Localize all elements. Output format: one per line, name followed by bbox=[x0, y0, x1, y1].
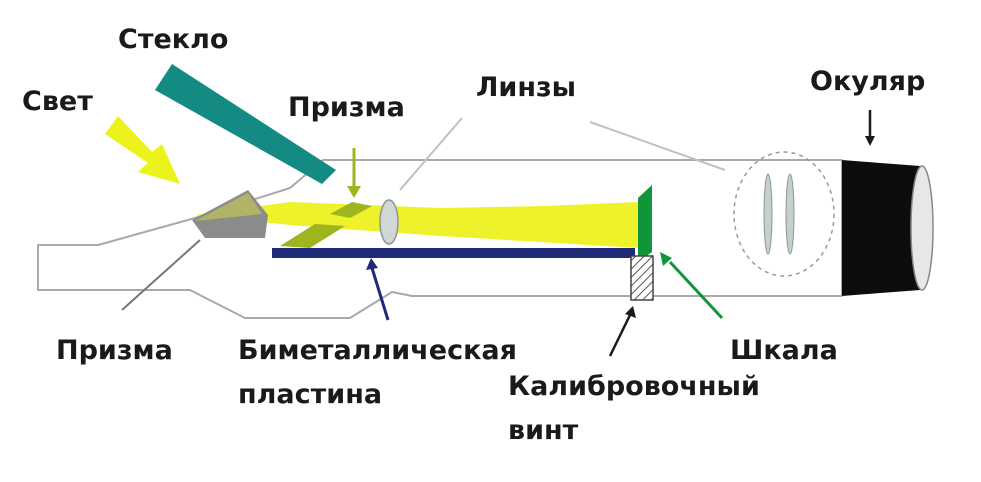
scale-shape bbox=[638, 185, 652, 262]
light-beam bbox=[195, 202, 640, 248]
lens-left bbox=[763, 173, 773, 255]
label-bimetal-line2: пластина bbox=[238, 379, 382, 410]
pointer-prism-top-head bbox=[347, 186, 361, 198]
pointer-eyepiece-head bbox=[865, 136, 875, 146]
pointer-screw bbox=[608, 314, 632, 357]
label-scale: Шкала bbox=[730, 335, 838, 366]
pointer-bimetal bbox=[370, 267, 390, 321]
label-glass: Стекло bbox=[118, 24, 228, 55]
label-prism-bottom: Призма bbox=[56, 335, 173, 366]
calibration-screw bbox=[630, 255, 654, 301]
pointer-lenses-eyepiece bbox=[589, 121, 726, 171]
pointer-prism-bottom bbox=[121, 239, 201, 311]
label-eyepiece: Окуляр bbox=[810, 66, 925, 97]
eyepiece-lens bbox=[910, 165, 934, 291]
pointer-scale-head bbox=[660, 252, 672, 266]
lens-group-boundary bbox=[733, 151, 835, 277]
light-arrow bbox=[105, 116, 180, 184]
pointer-lenses-small bbox=[399, 117, 463, 191]
pointer-bimetal-head bbox=[366, 258, 378, 270]
label-prism-top: Призма bbox=[288, 92, 405, 123]
pointer-screw-head bbox=[625, 306, 636, 318]
label-bimetal-line1: Биметаллическая bbox=[238, 335, 517, 366]
glass-plate bbox=[155, 64, 336, 184]
label-lenses: Линзы bbox=[476, 72, 576, 103]
label-screw-line2: винт bbox=[508, 415, 579, 446]
pointer-scale bbox=[668, 260, 724, 320]
bimetallic-strip bbox=[272, 248, 635, 258]
label-light: Свет bbox=[22, 86, 93, 117]
prism-bottom-highlight bbox=[195, 193, 262, 221]
eyepiece bbox=[842, 160, 920, 296]
label-screw-line1: Калибровочный bbox=[508, 371, 760, 402]
lens-right bbox=[785, 173, 795, 255]
prism-lower-shape bbox=[280, 224, 345, 248]
prism-top-shape bbox=[330, 202, 372, 218]
lens-small bbox=[379, 199, 399, 245]
refractometer-body bbox=[37, 159, 843, 319]
